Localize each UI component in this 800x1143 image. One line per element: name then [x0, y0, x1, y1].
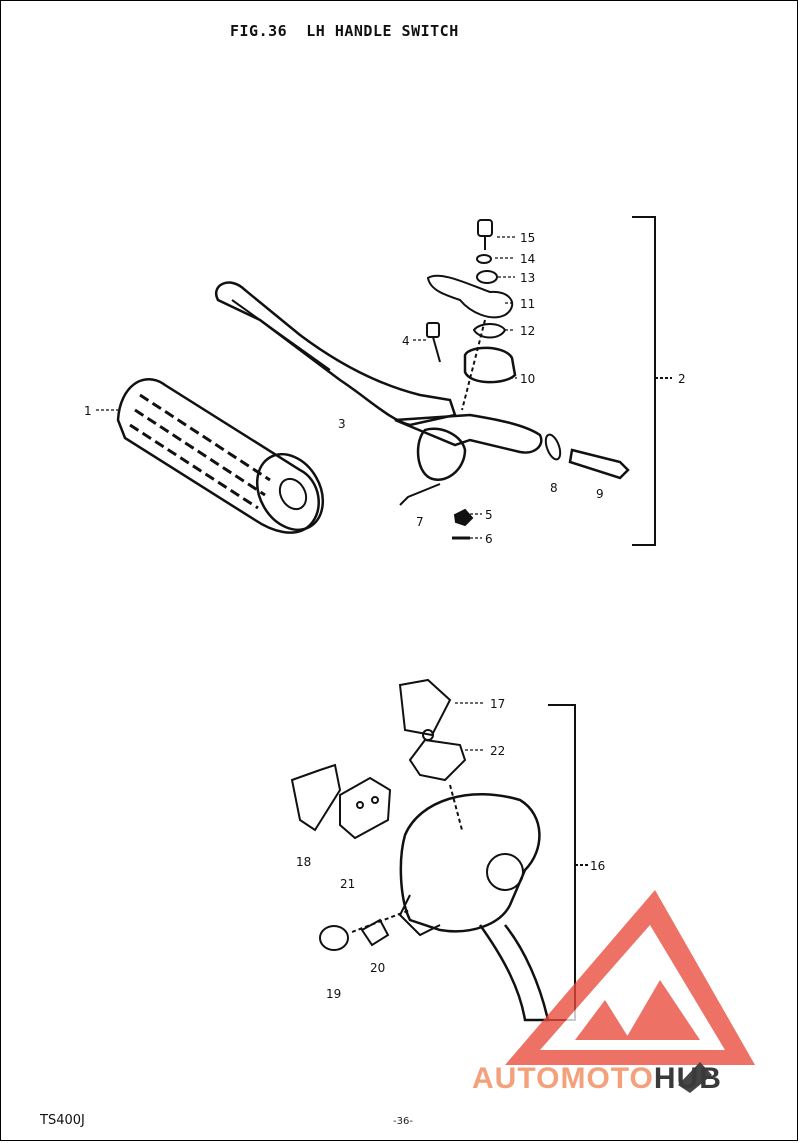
- page-number: -36-: [393, 1116, 413, 1127]
- callout-19: 19: [326, 987, 341, 1001]
- bracket-2: [632, 216, 656, 546]
- switch-housing: [398, 784, 550, 1022]
- nut-5: [453, 508, 474, 527]
- callout-11: 11: [520, 297, 535, 311]
- callout-17: 17: [490, 697, 505, 711]
- callout-15: 15: [520, 231, 535, 245]
- callout-21: 21: [340, 877, 355, 891]
- callout-8: 8: [550, 481, 558, 495]
- callout-10: 10: [520, 372, 535, 386]
- bolt-7: [399, 483, 441, 506]
- callout-7: 7: [416, 515, 424, 529]
- callout-16: 16: [590, 859, 605, 873]
- page-title: FIG.36 LH HANDLE SWITCH: [230, 22, 459, 40]
- grip-part: [116, 378, 325, 534]
- part-22: [408, 729, 467, 782]
- callout-14: 14: [520, 252, 535, 266]
- callout-13: 13: [520, 271, 535, 285]
- part-19: [319, 925, 349, 951]
- watermark-text-part2: HUB: [653, 1062, 722, 1095]
- callout-2: 2: [678, 372, 686, 386]
- callout-20: 20: [370, 961, 385, 975]
- callout-9: 9: [596, 487, 604, 501]
- callout-1: 1: [84, 404, 92, 418]
- bolt-4: [426, 322, 441, 363]
- callout-4: 4: [402, 334, 410, 348]
- callout-12: 12: [520, 324, 535, 338]
- watermark-text: AUTOMOTOHUB: [472, 1062, 722, 1096]
- washer-8: [544, 433, 562, 461]
- callout-3: 3: [338, 417, 346, 431]
- callout-22: 22: [490, 744, 505, 758]
- lever-part: [215, 281, 457, 427]
- lever-holder: [394, 413, 543, 481]
- part-17: [398, 678, 452, 737]
- model-code: TS400J: [40, 1113, 85, 1128]
- adjuster-stack: [426, 219, 517, 411]
- callout-6: 6: [485, 532, 493, 546]
- bracket-16: [548, 704, 576, 1021]
- part-21: [339, 776, 392, 840]
- callout-5: 5: [485, 508, 493, 522]
- watermark-text-part1: AUTOMOTO: [472, 1062, 654, 1095]
- callout-18: 18: [296, 855, 311, 869]
- watermark-logo-icon: [505, 890, 755, 1093]
- bolt-9: [568, 448, 630, 480]
- part-18: [290, 763, 342, 832]
